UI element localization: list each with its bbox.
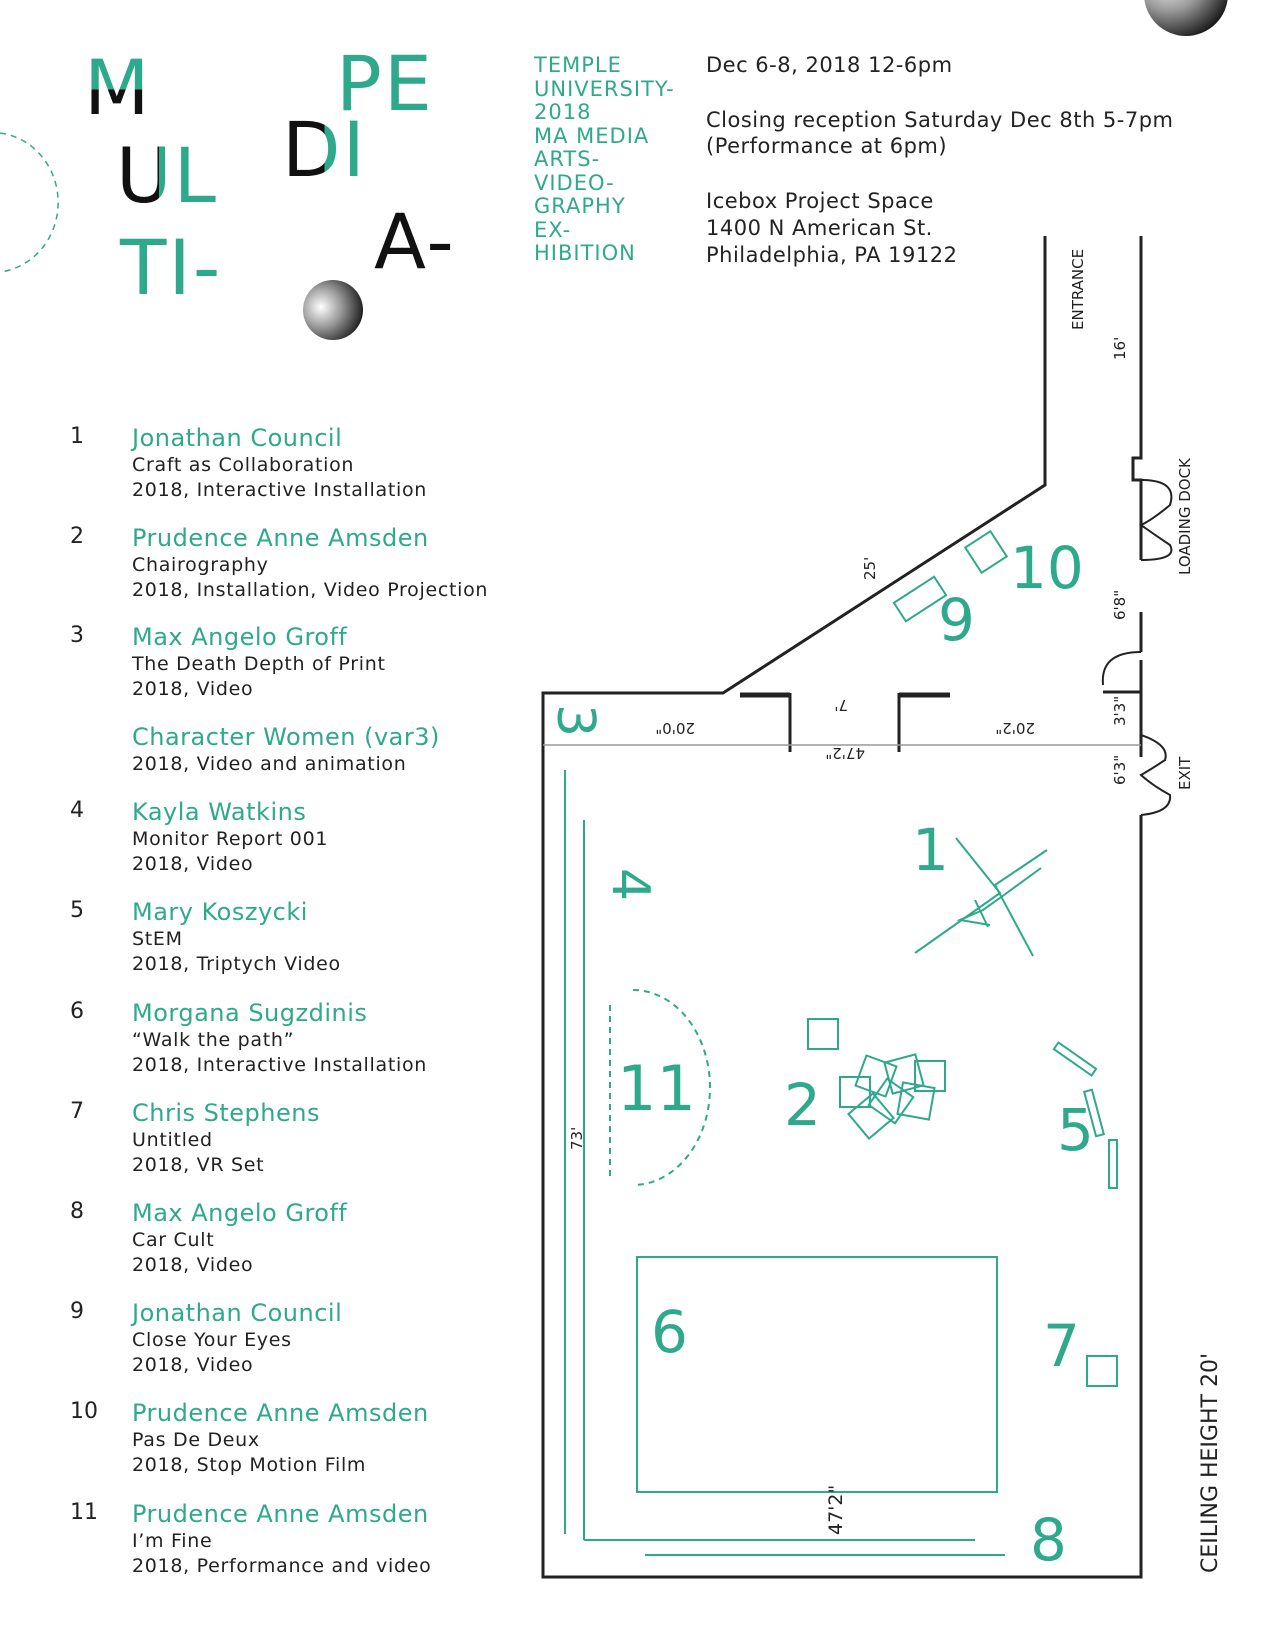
artist-name: Max Angelo Groff (132, 623, 348, 651)
work-detail: 2018, Performance and video (132, 1555, 432, 1577)
work-detail: 2018, Interactive Installation (132, 479, 428, 501)
spot-11: 11 (617, 1052, 696, 1125)
artist-name: Chris Stephens (132, 1099, 320, 1127)
work-detail: 2018, VR Set (132, 1154, 265, 1176)
dim-6-8: 6'8" (1111, 590, 1129, 620)
work-detail: 2018, Triptych Video (132, 953, 341, 975)
work-title: Untitled (132, 1129, 213, 1151)
spot-1: 1 (912, 816, 949, 884)
work-number: 11 (70, 1500, 98, 1525)
venue-address-line1: 1400 N American St. (706, 216, 933, 240)
logo-di: DI (282, 105, 367, 194)
work-number: 3 (70, 623, 84, 648)
spot-7: 7 (1043, 1312, 1080, 1380)
work-detail: 2018, Stop Motion Film (132, 1454, 367, 1476)
work-number: 9 (70, 1299, 84, 1324)
spot-9: 9 (938, 586, 975, 654)
logo-a: A- (374, 197, 456, 286)
artist-name: Jonathan Council (132, 424, 343, 452)
plan-labels: ENTRANCE LOADING DOCK EXIT CEILING HEIGH… (568, 249, 1223, 1573)
work-number: 5 (70, 898, 84, 923)
performance-time: (Performance at 6pm) (706, 134, 948, 158)
dim-6-3: 6'3" (1111, 755, 1129, 785)
exit-label: EXIT (1176, 756, 1194, 790)
dim-25: 25' (861, 557, 879, 580)
dim-7: 7' (834, 696, 848, 714)
work-number: 2 (70, 524, 84, 549)
work-title: I’m Fine (132, 1530, 213, 1552)
spot-4: 4 (600, 868, 660, 901)
event-dates: Dec 6-8, 2018 12-6pm (706, 53, 953, 77)
artist-name: Prudence Anne Amsden (132, 524, 429, 552)
work-detail: 2018, Video (132, 853, 254, 875)
exit-door (1139, 734, 1172, 816)
work-title: StEM (132, 928, 183, 950)
spot-5: 5 (1057, 1096, 1094, 1164)
dim-47-2-bottom: 47'2" (825, 1485, 847, 1535)
walls (541, 236, 1143, 1579)
work-number: 4 (70, 798, 84, 823)
spot-10: 10 (1010, 534, 1084, 602)
decor-sphere (303, 280, 363, 340)
work-title: Car Cult (132, 1229, 215, 1251)
dim-16: 16' (1111, 337, 1129, 360)
entrance-label: ENTRANCE (1069, 249, 1087, 330)
artist-name: Character Women (var3) (132, 723, 440, 751)
ceiling-height-label: CEILING HEIGHT 20' (1198, 1353, 1223, 1573)
work-title: Pas De Deux (132, 1429, 260, 1451)
decor-dashed-arc (0, 132, 59, 273)
work-title: The Death Depth of Print (132, 653, 386, 675)
map-spots: 1 2 3 4 5 6 7 8 9 10 11 (545, 534, 1094, 1574)
logo-m: M (84, 43, 152, 132)
work-detail: 2018, Video (132, 678, 254, 700)
work-title: Monitor Report 001 (132, 828, 329, 850)
work-detail: 2018, Installation, Video Projection (132, 579, 489, 601)
logo-pe: PE (336, 39, 434, 128)
side-door (1101, 651, 1142, 686)
spot-6: 6 (651, 1298, 688, 1366)
venue-address-line2: Philadelphia, PA 19122 (706, 243, 958, 267)
work-detail: 2018, Video (132, 1354, 254, 1376)
logo-ti: TI- (120, 223, 223, 312)
work-number: 1 (70, 424, 84, 449)
artist-name: Prudence Anne Amsden (132, 1500, 429, 1528)
dim-3-3: 3'3" (1111, 696, 1129, 726)
artist-name: Kayla Watkins (132, 798, 307, 826)
work-title: “Walk the path” (132, 1029, 295, 1051)
artist-name: Prudence Anne Amsden (132, 1399, 429, 1427)
work-detail: 2018, Interactive Installation (132, 1054, 428, 1076)
dim-47-2-top: 47'2" (825, 744, 865, 762)
work-title: Craft as Collaboration (132, 454, 355, 476)
artist-name: Max Angelo Groff (132, 1199, 348, 1227)
exhibition-subtitle: TEMPLE UNIVERSITY- 2018 MA MEDIA ARTS- V… (534, 53, 675, 265)
work-title: Close Your Eyes (132, 1329, 292, 1351)
logo-ul: UL (116, 131, 218, 220)
work-number: 8 (70, 1199, 84, 1224)
loading-dock-label: LOADING DOCK (1176, 457, 1194, 575)
work-number: 6 (70, 999, 84, 1024)
work-number: 7 (70, 1099, 84, 1124)
work-title: Chairography (132, 554, 269, 576)
dim-20-0: 20'0" (655, 719, 695, 737)
spot-2: 2 (784, 1071, 821, 1139)
logo-letters-m: M (84, 50, 152, 126)
artist-name: Jonathan Council (132, 1299, 343, 1327)
work-title: 2018, Video and animation (132, 753, 407, 775)
closing-reception: Closing reception Saturday Dec 8th 5-7pm (706, 108, 1174, 132)
dim-20-2: 20'2" (995, 719, 1035, 737)
installations (564, 529, 1118, 1556)
work-detail: 2018, Video (132, 1254, 254, 1276)
spot-3: 3 (545, 704, 605, 737)
dim-73: 73' (568, 1127, 586, 1150)
artist-name: Morgana Sugzdinis (132, 999, 368, 1027)
artist-name: Mary Koszycki (132, 898, 308, 926)
work-number: 10 (70, 1399, 98, 1424)
spot-8: 8 (1030, 1506, 1067, 1574)
venue-name: Icebox Project Space (706, 189, 934, 213)
loading-dock-door (1139, 479, 1173, 561)
decor-sphere-top (1144, 0, 1228, 36)
